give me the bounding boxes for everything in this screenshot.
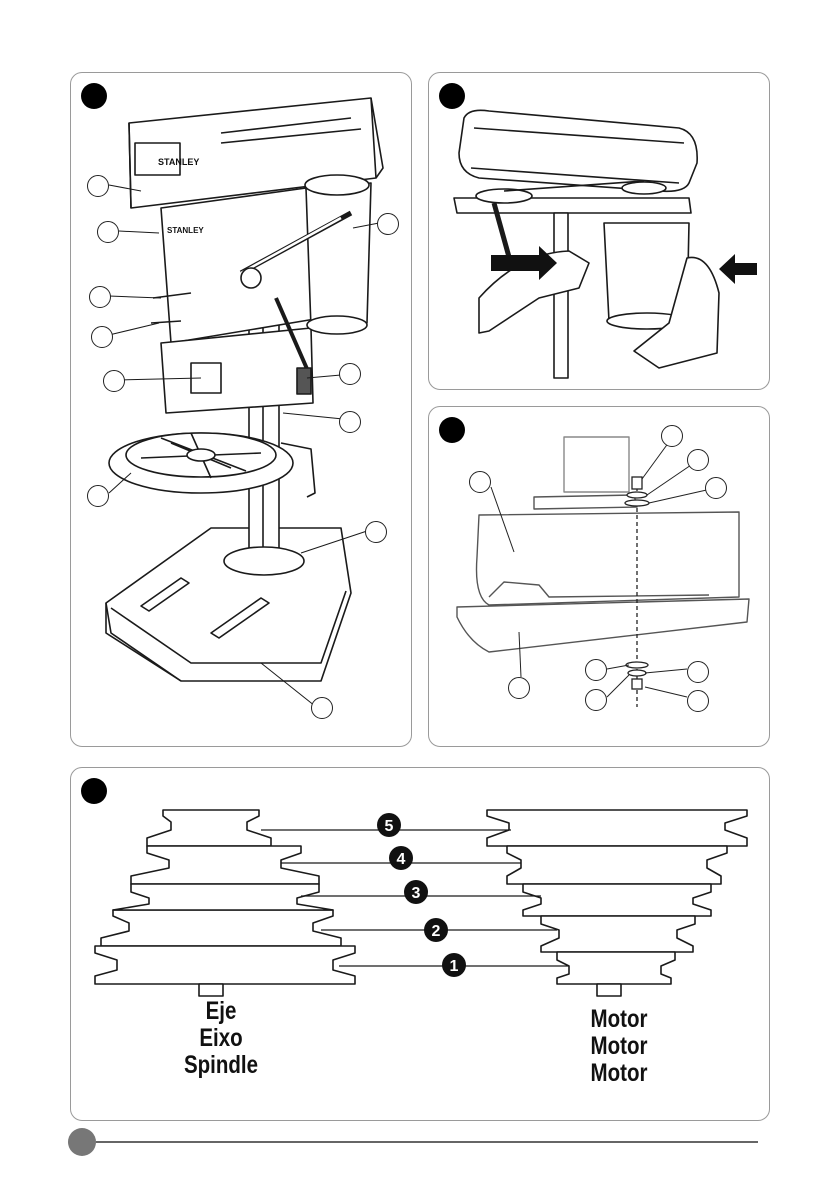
callout-3-9	[687, 690, 709, 712]
callout-1-11	[311, 697, 333, 719]
motor	[306, 183, 371, 328]
speed-5: 5	[385, 818, 394, 835]
motor-label-pt: Motor	[570, 1033, 668, 1060]
motor-hub	[597, 984, 621, 996]
callout-1-4	[91, 326, 113, 348]
motor-label: Motor Motor Motor	[570, 1006, 668, 1087]
upper-casting	[477, 512, 740, 605]
quill-housing	[161, 328, 313, 413]
brand-text-top: STANLEY	[158, 157, 199, 167]
column-stub	[564, 437, 629, 492]
callout-1-5	[103, 370, 125, 392]
bolt-head	[632, 477, 642, 489]
spindle-step-5	[147, 810, 271, 846]
callout-1-10	[365, 521, 387, 543]
callout-3-5	[508, 677, 530, 699]
arrow-left	[719, 254, 757, 284]
callout-1-7	[339, 363, 361, 385]
spindle-hub	[199, 984, 223, 996]
motor-label-en: Motor	[570, 1060, 668, 1087]
callout-3-7	[585, 689, 607, 711]
figure-3-panel	[428, 406, 770, 747]
speed-4: 4	[397, 851, 406, 868]
motor-label-es: Motor	[570, 1006, 668, 1033]
speed-1: 1	[450, 958, 459, 975]
head	[161, 188, 321, 343]
callout-3-8	[687, 661, 709, 683]
spindle-label-en: Spindle	[172, 1052, 270, 1079]
callout-1-6	[377, 213, 399, 235]
spindle-label-es: Eje	[172, 998, 270, 1025]
figure-4-panel: 5 4 3 2 1 Eje Eixo Spindle Motor Motor M…	[70, 767, 770, 1121]
callout-3-1	[661, 425, 683, 447]
motor-step-5	[487, 810, 747, 846]
spindle-label-pt: Eixo	[172, 1025, 270, 1052]
speed-3: 3	[412, 885, 421, 902]
callout-1-2	[97, 221, 119, 243]
figure-1-panel: STANLEY STANLEY	[70, 72, 412, 747]
callout-1-9	[87, 485, 109, 507]
brand-text-head: STANLEY	[167, 226, 204, 235]
spindle-step-2	[101, 910, 341, 946]
spindle-step-1	[95, 946, 355, 984]
motor-step-1	[557, 952, 675, 984]
callout-1-3	[89, 286, 111, 308]
page-marker	[68, 1128, 96, 1156]
lower-casting	[457, 599, 749, 652]
footer-rule	[96, 1141, 758, 1143]
callout-3-3	[705, 477, 727, 499]
callout-3-4	[469, 471, 491, 493]
callout-3-6	[585, 659, 607, 681]
spindle-label: Eje Eixo Spindle	[172, 998, 270, 1079]
column-collar	[224, 547, 304, 575]
speed-2: 2	[432, 923, 441, 940]
callout-1-1	[87, 175, 109, 197]
drill-press-illustration: STANLEY STANLEY	[71, 73, 411, 746]
spindle-step-4-3	[131, 846, 319, 884]
callout-3-2	[687, 449, 709, 471]
motor-step-4-3	[507, 846, 727, 884]
figure-2-panel	[428, 72, 770, 390]
belt-tension-illustration	[429, 73, 769, 389]
motor-step-2	[523, 884, 711, 916]
nut	[632, 679, 642, 689]
callout-1-8	[339, 411, 361, 433]
open-cover	[459, 110, 697, 191]
